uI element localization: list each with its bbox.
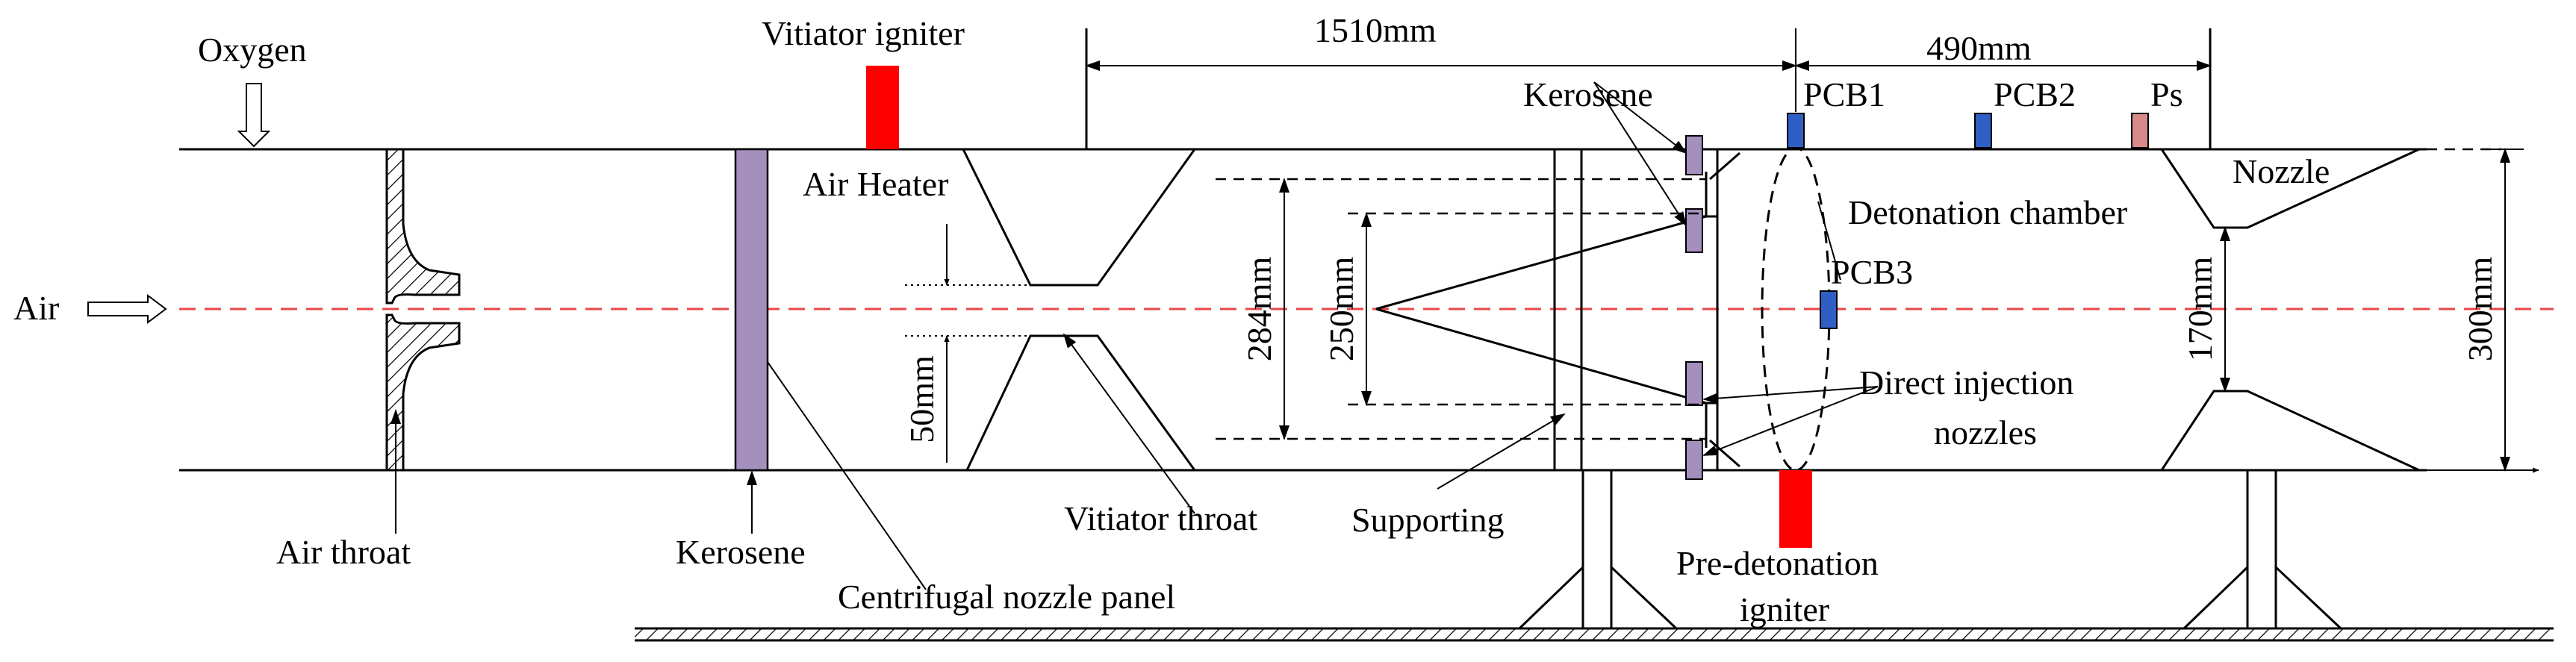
label-pcb3: PCB3: [1831, 253, 1913, 291]
label-pre-detonation: Pre-detonation: [1676, 544, 1879, 582]
label-dim-50: 50mm: [903, 355, 941, 443]
label-dim-170: 170mm: [2181, 257, 2219, 362]
label-dim-284: 284mm: [1240, 257, 1278, 362]
vitiator-throat-shape: [962, 28, 1196, 471]
label-vitiator-throat: Vitiator throat: [1064, 499, 1257, 537]
air-throat-shape: [385, 148, 461, 472]
exit-nozzle-shape: [2160, 28, 2420, 472]
label-direct-injection: Direct injection: [1859, 363, 2073, 402]
label-ps: Ps: [2150, 75, 2183, 113]
label-dim-490: 490mm: [1926, 29, 2032, 67]
label-direct-injection-2: nozzles: [1934, 413, 2037, 452]
oxygen-inlet-arrow: [237, 83, 271, 148]
label-pcb2: PCB2: [1994, 75, 2076, 113]
label-supporting: Supporting: [1351, 501, 1504, 539]
air-inlet-arrow: [87, 294, 167, 324]
label-centrifugal-panel: Centrifugal nozzle panel: [838, 578, 1175, 616]
label-oxygen: Oxygen: [198, 31, 307, 69]
label-nozzle: Nozzle: [2233, 152, 2330, 190]
label-kerosene-bottom: Kerosene: [676, 533, 806, 571]
ps-sensor: [2131, 113, 2149, 149]
leader-lines: [391, 81, 1879, 590]
label-igniter: igniter: [1740, 590, 1829, 628]
pcb2-sensor: [1974, 113, 1992, 149]
label-air: Air: [13, 289, 59, 327]
label-dim-250: 250mm: [1322, 257, 1360, 362]
label-air-throat: Air throat: [276, 533, 411, 571]
pcb1-sensor: [1787, 113, 1805, 149]
pcb3-sensor: [1820, 290, 1838, 329]
label-detonation-chamber: Detonation chamber: [1848, 193, 2127, 231]
vitiator-igniter-block: [866, 66, 899, 149]
labels: Oxygen Vitiator igniter 1510mm 490mm Ker…: [13, 11, 2499, 628]
pressure-sensors: [1787, 113, 2149, 329]
ground: [635, 627, 2554, 642]
dimension-lines: [905, 28, 2524, 472]
label-pcb1: PCB1: [1803, 75, 1885, 113]
label-vitiator-igniter: Vitiator igniter: [762, 14, 965, 52]
pre-detonation-igniter-block: [1779, 470, 1812, 548]
support-legs: [1518, 470, 2342, 630]
label-dim-1510: 1510mm: [1314, 11, 1437, 49]
direct-injection-nozzle-blocks: [1685, 135, 1703, 480]
label-kerosene-top: Kerosene: [1523, 75, 1653, 113]
label-dim-300: 300mm: [2461, 257, 2499, 362]
centrifugal-nozzle-panel: [734, 148, 769, 472]
label-air-heater: Air Heater: [803, 165, 948, 203]
